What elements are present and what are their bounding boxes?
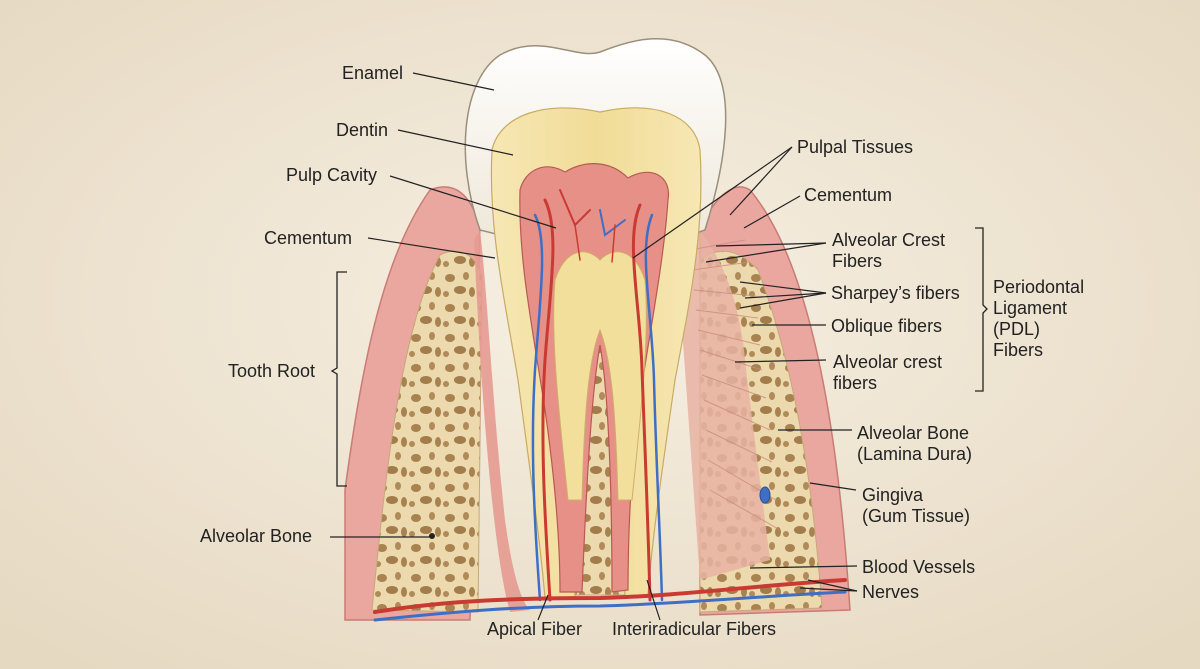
- label-alveolar-bone-right-line1: Alveolar Bone: [857, 423, 970, 443]
- label-apical-fiber: Apical Fiber: [487, 619, 583, 639]
- label-oblique-fibers: Oblique fibers: [831, 316, 943, 336]
- cementum-band-left: [474, 230, 530, 612]
- pdl-fibers-right: [680, 220, 770, 580]
- tooth-root-bracket: [330, 271, 347, 487]
- label-alveolar-bone-right-line2: (Lamina Dura): [857, 444, 973, 464]
- label-alveolar-crest-fibers: Alveolar Crest Fibers: [832, 230, 945, 272]
- label-cementum-left: Cementum: [264, 228, 353, 248]
- label-alveolar-crest-fibers-lower-line2: fibers: [833, 373, 878, 393]
- label-pdl-line1: Periodontal: [993, 277, 1085, 297]
- label-alveolar-crest-fibers-lower: Alveolar crest fibers: [833, 352, 942, 394]
- label-pulp-cavity: Pulp Cavity: [286, 165, 378, 185]
- base-vessels: [373, 578, 847, 622]
- label-pdl-line3: (PDL): [993, 319, 1041, 339]
- label-alveolar-bone-right: Alveolar Bone (Lamina Dura): [857, 423, 972, 465]
- bone-marker-dot: [429, 533, 435, 539]
- label-dentin: Dentin: [336, 120, 389, 140]
- label-sharpeys-fibers: Sharpey’s fibers: [831, 283, 960, 303]
- label-alveolar-crest-fibers-line1: Alveolar Crest: [832, 230, 946, 250]
- label-gingiva-line1: Gingiva: [862, 485, 924, 505]
- vessel-dot: [759, 486, 771, 504]
- label-pdl: Periodontal Ligament (PDL) Fibers: [993, 277, 1084, 361]
- label-alveolar-bone-left: Alveolar Bone: [200, 526, 313, 546]
- label-tooth-root: Tooth Root: [228, 361, 316, 381]
- label-pdl-line2: Ligament: [993, 298, 1068, 318]
- inner-dentin: [553, 251, 647, 501]
- label-pdl-line4: Fibers: [993, 340, 1044, 360]
- label-blood-vessels: Blood Vessels: [862, 557, 976, 577]
- label-enamel: Enamel: [342, 63, 404, 83]
- label-gingiva-line2: (Gum Tissue): [862, 506, 971, 526]
- label-pulpal-tissues: Pulpal Tissues: [797, 137, 914, 157]
- label-alveolar-crest-fibers-lower-line1: Alveolar crest: [833, 352, 943, 372]
- pdl-bracket: [975, 227, 988, 392]
- leader-lines: [330, 72, 858, 621]
- pulp-vessels: [531, 189, 664, 602]
- label-cementum-right: Cementum: [804, 185, 893, 205]
- label-nerves: Nerves: [862, 582, 920, 602]
- label-gingiva: Gingiva (Gum Tissue): [862, 485, 970, 527]
- alveolar-bone-left: [371, 250, 483, 613]
- label-alveolar-crest-fibers-line2: Fibers: [832, 251, 883, 271]
- label-interradicular-fibers: Interiradicular Fibers: [612, 619, 777, 639]
